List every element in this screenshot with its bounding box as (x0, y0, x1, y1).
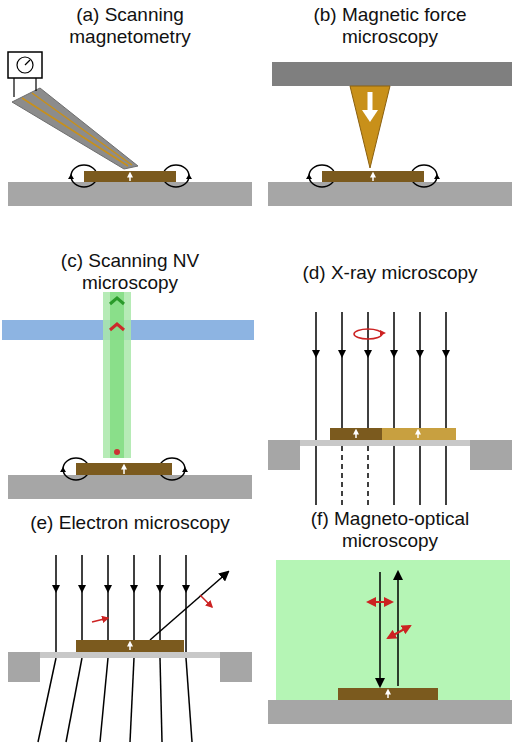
panel-f-art (268, 560, 512, 724)
panel-title: (b) Magnetic force microscopy (290, 4, 490, 48)
panel-e-art (8, 555, 252, 742)
panel-title: (c) Scanning NV microscopy (45, 250, 215, 294)
panel-title: (d) X-ray microscopy (265, 262, 515, 284)
panel-title: (a) Scanning magnetometry (35, 4, 225, 48)
panel-title: (f) Magneto-optical microscopy (290, 508, 490, 552)
panel-b-art (268, 62, 512, 206)
panel-title: (e) Electron microscopy (5, 512, 255, 534)
panel-d-art (268, 312, 512, 505)
panel-c-art (2, 292, 254, 499)
panel-a-art (8, 52, 252, 206)
